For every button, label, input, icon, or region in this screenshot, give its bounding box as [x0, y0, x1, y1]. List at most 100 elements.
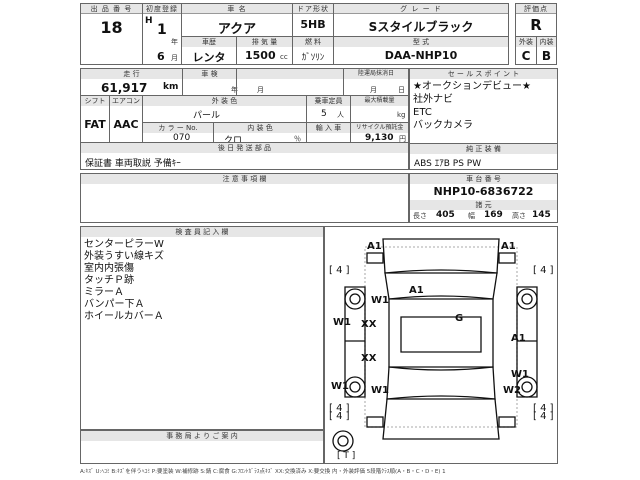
intcolor-label: 内 装 色	[214, 123, 306, 133]
ac-value: AAC	[113, 118, 139, 131]
chassis-cell: 車 台 番 号 NHP10-6836722 諸 元 長さ 405 幅 169 高…	[409, 173, 558, 223]
inspection-label: 車 検	[183, 69, 236, 79]
width-label: 幅	[468, 212, 475, 220]
inspector-item: 室内内張傷	[84, 263, 134, 274]
damage-mark: A1	[511, 333, 526, 344]
inspector-item: ホイールカバーＡ	[84, 311, 164, 322]
fuel-value: ｶﾞｿﾘﾝ	[301, 53, 325, 63]
inspection-month-unit: 月	[257, 86, 264, 94]
damage-mark: XX	[361, 353, 377, 364]
percent-unit: ％	[294, 135, 301, 143]
dims-label: 諸 元	[410, 200, 557, 210]
sales-points-panel: セ ー ル ス ポ イ ン ト ★オークションデビュー★ 社外ナビ ETC バッ…	[409, 68, 558, 144]
inspection-cell: 車 検 年	[182, 68, 238, 96]
shift-cell: シフト FAT	[80, 95, 110, 143]
inspector-item: タッチＰ跡	[84, 275, 134, 286]
inspector-item: 外装うすい線キズ	[84, 251, 164, 262]
equipment-label: 純 正 装 備	[410, 144, 557, 154]
load-cell: 最大積載量 kg	[350, 95, 409, 123]
notes-panel: 注 意 事 項 欄	[80, 173, 409, 223]
cc-unit: cc	[280, 53, 288, 61]
damage-mark: W1	[333, 317, 351, 328]
damage-mark: W2	[503, 385, 521, 396]
recycle-label: リサイクル預託金	[351, 123, 408, 133]
ext-grade-label: 外装	[516, 37, 536, 47]
mileage-value: 61,917	[101, 81, 148, 95]
tire-depth: [ 4 ]	[329, 265, 350, 276]
sales-point: 社外ナビ	[413, 94, 453, 105]
fuel-cell: 燃 料 ｶﾞｿﾘﾝ	[292, 36, 334, 65]
chassis-number: NHP10-6836722	[433, 185, 534, 198]
transfer-month: 月	[370, 86, 377, 94]
tire-depth: [ 4 ]	[533, 265, 554, 276]
reg-year: 1	[157, 22, 167, 38]
office-label: 事 務 局 よ り ご 案 内	[81, 431, 323, 441]
equipment-value: ABS ｴｱB PS PW	[414, 159, 482, 169]
damage-mark: A1	[501, 241, 516, 252]
colorno-cell: カ ラ ー No. 070	[142, 122, 214, 143]
load-unit: kg	[397, 111, 406, 119]
registration-cell: 初度登録 H 1 年 6 月	[142, 3, 182, 65]
int-grade-label: 内装	[537, 37, 556, 47]
mileage-unit: km	[163, 82, 179, 92]
color-cell: 外 装 色 パール	[142, 95, 307, 123]
grade-label: グ レ ー ド	[334, 4, 508, 14]
later-parts-value: 保証書 車両取説 予備ｷｰ	[85, 159, 181, 169]
shift-label: シフト	[81, 96, 109, 106]
colorno-value: 070	[173, 133, 191, 143]
shift-value: FAT	[84, 118, 106, 131]
car-outline	[332, 238, 538, 452]
grade-value: Sスタイルブラック	[368, 20, 474, 34]
transfer-label: 陸運局抹消日	[344, 69, 408, 79]
history-label: 車歴	[182, 37, 236, 47]
tire-depth: [ 4 ]	[533, 403, 554, 414]
lot-number: 18	[100, 18, 123, 37]
tire-depth: [ 4 ]	[329, 411, 350, 422]
door-cell: ドア形状 5HB	[292, 3, 334, 37]
door-label: ドア形状	[293, 4, 333, 14]
length-label: 長さ	[413, 212, 427, 220]
fuel-label: 燃 料	[293, 37, 333, 47]
intcolor-value: クロ	[224, 136, 243, 146]
ac-cell: エアコン AAC	[109, 95, 143, 143]
damage-mark: XX	[361, 319, 377, 330]
damage-mark: A1	[367, 241, 382, 252]
lot-label: 出 品 番 号	[81, 4, 142, 14]
cc-cell: 排 気 量 1500 cc	[236, 36, 293, 65]
cc-value: 1500	[245, 49, 276, 62]
int-grade-cell: 内装 B	[536, 36, 557, 65]
later-parts-cell: 後 日 発 送 部 品 保証書 車両取説 予備ｷｰ	[80, 142, 409, 170]
history-cell: 車歴 レンタ	[181, 36, 237, 65]
color-value: パール	[193, 111, 221, 121]
load-label: 最大積載量	[351, 96, 408, 106]
equipment-cell: 純 正 装 備 ABS ｴｱB PS PW	[409, 143, 558, 170]
colorno-label: カ ラ ー No.	[143, 123, 213, 133]
recycle-value: 9,130	[365, 133, 394, 143]
inspector-item: バンパー下Ａ	[84, 299, 145, 310]
damage-mark: W1	[331, 381, 349, 392]
transfer-day: 日	[398, 86, 405, 94]
damage-mark: W1	[511, 369, 529, 380]
ext-grade: C	[521, 49, 531, 63]
lot-cell: 出 品 番 号 18	[80, 3, 143, 65]
model-label: 型 式	[334, 37, 508, 47]
registration-label: 初度登録	[143, 4, 181, 14]
inspector-label: 検 査 員 記 入 欄	[81, 227, 323, 237]
sales-point: バックカメラ	[413, 120, 473, 131]
damage-diagram: A1 A1 A1 G W1 W1 XX XX A1 W1 W1 W2 W1 [ …	[324, 226, 558, 464]
capacity-value: 5	[321, 109, 327, 119]
chassis-label: 車 台 番 号	[410, 174, 557, 184]
capacity-unit: 人	[337, 111, 344, 119]
color-label: 外 装 色	[143, 96, 306, 106]
legend: A:ｷｽﾞ U:ﾍｺﾐ B:ｷｽﾞを伴うﾍｺﾐ P:要塗装 W:補修跡 S:錆 …	[80, 469, 446, 475]
office-panel: 事 務 局 よ り ご 案 内	[80, 430, 324, 464]
inspection-month-cell: 月	[236, 68, 344, 96]
score-label: 評価点	[516, 4, 556, 14]
grade-cell: グ レ ー ド Sスタイルブラック	[333, 3, 509, 37]
later-parts-label: 後 日 発 送 部 品	[81, 143, 408, 153]
sales-point: ETC	[413, 107, 432, 118]
height-value: 145	[532, 210, 551, 220]
ac-label: エアコン	[110, 96, 142, 106]
width-value: 169	[484, 210, 503, 220]
int-grade: B	[541, 49, 552, 63]
